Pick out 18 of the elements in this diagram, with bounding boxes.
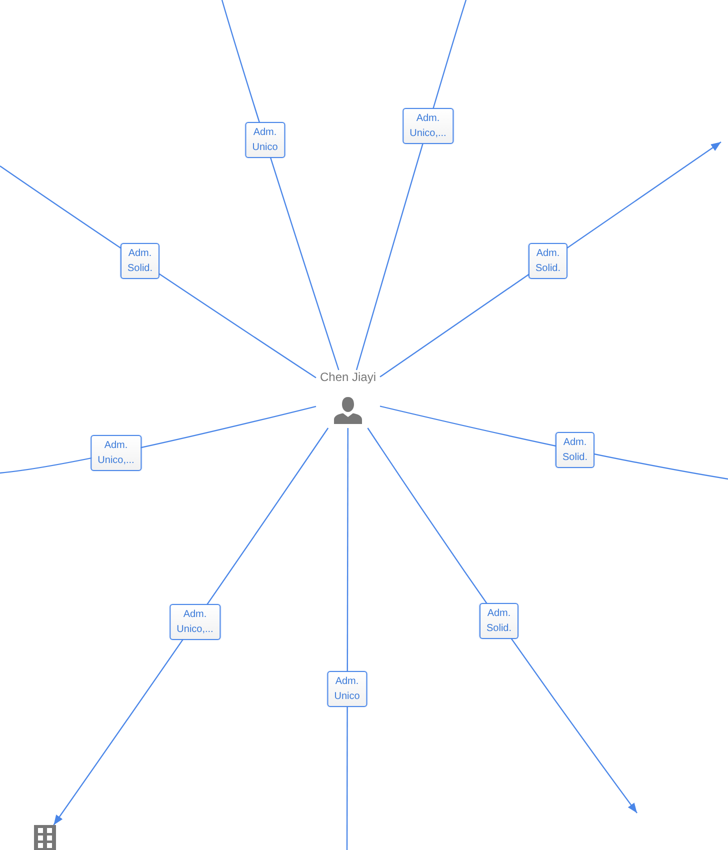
connector-line [380,406,728,480]
building-icon [34,825,56,850]
edge-label: Adm. Solid. [556,432,594,468]
edge-label: Adm. Unico [245,122,285,158]
edge-label: Adm. Unico,... [170,604,220,640]
connector-line [346,428,348,850]
arrow [380,142,722,378]
edge-label: Adm. Solid. [120,243,160,279]
connector-line [356,0,467,370]
connector-line [221,0,340,370]
arrow [53,428,329,826]
person-name: Chen Jiayi [320,370,376,384]
edge-label: Adm. Unico,... [402,108,454,144]
edge-label: Adm. Solid. [528,243,568,279]
edge-label: Adm. Unico,... [90,435,142,471]
edge-label: Adm. Unico [327,671,367,707]
edge-label: Adm. Solid. [480,603,518,639]
arrow [367,428,638,814]
